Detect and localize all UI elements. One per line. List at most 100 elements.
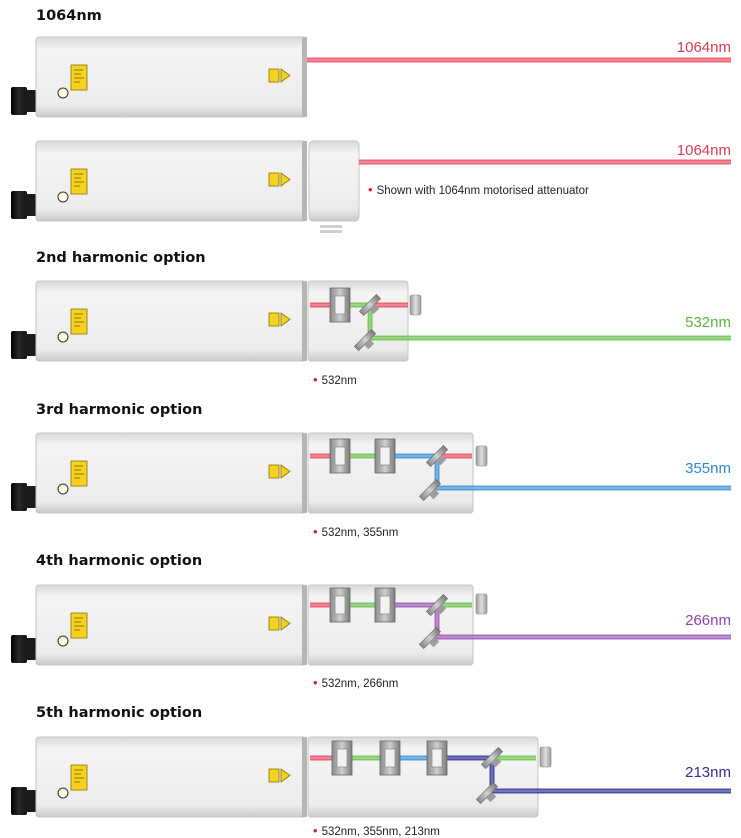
bullet-dot: •	[368, 182, 373, 197]
aperture-warning-label-icon	[268, 172, 280, 187]
crystal-holder-icon	[384, 748, 396, 768]
crystal-holder-icon	[374, 587, 396, 623]
power-connector-icon	[11, 483, 27, 511]
attenuator-note: •Shown with 1064nm motorised attenuator	[368, 182, 589, 197]
laser-warning-label-icon	[70, 168, 88, 195]
aperture-warning-label-icon	[280, 172, 291, 187]
dichroic-mirror-icon	[358, 293, 382, 317]
housing-flange	[302, 141, 307, 221]
wavelength-note-2nd: •532nm	[313, 372, 357, 387]
output-label-532nm: 532nm	[685, 314, 731, 331]
laser-beam-highlight	[437, 757, 731, 792]
dichroic-mirror-icon	[480, 746, 504, 770]
laser-beam-highlight	[385, 604, 731, 638]
laser-warning-label-icon	[70, 308, 88, 335]
aperture-warning-label-icon	[280, 464, 291, 479]
power-connector-icon	[11, 635, 27, 663]
crystal-holder-icon	[329, 438, 351, 474]
dichroic-mirror-icon	[425, 444, 449, 468]
laser-warning-label-icon	[74, 769, 84, 783]
dichroic-mirror-icon	[429, 489, 440, 500]
indicator-led-icon	[57, 87, 69, 99]
laser-warning-label-icon	[74, 465, 84, 479]
laser-beam	[340, 302, 731, 341]
power-connector-icon	[25, 90, 37, 112]
dichroic-mirror-icon	[425, 444, 449, 468]
wavelength-note-3rd: •532nm, 355nm	[313, 524, 399, 539]
laser-head	[11, 140, 307, 222]
bullet-dot: •	[313, 823, 318, 838]
laser-head	[11, 36, 307, 118]
laser-warning-label-icon	[70, 64, 88, 91]
beam-dump-icon	[409, 294, 422, 316]
bullet-dot: •	[313, 524, 318, 539]
laser-warning-label-icon	[70, 612, 88, 639]
section-heading-3rd-harmonic: 3rd harmonic option	[36, 402, 203, 418]
bullet-dot: •	[313, 372, 318, 387]
crystal-holder-icon	[334, 595, 346, 615]
crystal-holder-icon	[334, 446, 346, 466]
beam-dump-icon	[539, 746, 552, 768]
aperture-warning-label-icon	[280, 68, 291, 83]
crystal-holder-icon	[334, 295, 346, 315]
output-label-213nm: 213nm	[685, 764, 731, 781]
wavelength-note-4th: •532nm, 266nm	[313, 675, 399, 690]
power-connector-icon	[11, 191, 27, 219]
aperture-warning-label-icon	[268, 464, 280, 479]
dichroic-mirror-icon	[491, 757, 502, 768]
section-heading-1064nm: 1064nm	[36, 8, 102, 24]
power-connector-icon	[11, 87, 27, 115]
laser-head	[11, 280, 307, 362]
laser-warning-label-icon	[74, 313, 84, 327]
crystal-holder-icon	[379, 740, 401, 776]
dichroic-mirror-icon	[364, 339, 375, 350]
housing-flange	[302, 737, 307, 817]
power-connector-icon	[25, 194, 37, 216]
crystal-holder-icon	[329, 587, 351, 623]
laser-warning-label-icon	[74, 617, 84, 631]
section-heading-2nd-harmonic: 2nd harmonic option	[36, 250, 206, 266]
dichroic-mirror-icon	[425, 593, 449, 617]
attenuator-connector	[320, 225, 342, 228]
power-connector-icon	[11, 787, 27, 815]
laser-warning-label-icon	[74, 173, 84, 187]
beam-dump-icon	[475, 593, 488, 615]
dichroic-mirror-icon	[353, 328, 377, 352]
section-heading-4th-harmonic: 4th harmonic option	[36, 553, 203, 569]
beam-dump-icon	[475, 445, 488, 467]
housing-flange	[302, 37, 307, 117]
output-label-266nm: 266nm	[685, 612, 731, 629]
crystal-holder-icon	[336, 748, 348, 768]
dichroic-mirror-icon	[358, 293, 382, 317]
aperture-warning-label-icon	[268, 616, 280, 631]
output-label-355nm: 355nm	[685, 460, 731, 477]
laser-head	[11, 736, 307, 818]
crystal-holder-icon	[379, 446, 391, 466]
dichroic-mirror-icon	[418, 478, 442, 502]
housing-flange	[302, 281, 307, 361]
dichroic-mirror-icon	[353, 328, 377, 352]
power-connector-icon	[25, 638, 37, 660]
laser-beam	[385, 602, 731, 640]
dichroic-mirror-icon	[486, 792, 497, 803]
dichroic-mirror-icon	[436, 604, 447, 615]
attenuator-connector	[320, 230, 342, 233]
section-heading-5th-harmonic: 5th harmonic option	[36, 705, 203, 721]
aperture-warning-label-icon	[280, 616, 291, 631]
dichroic-mirror-icon	[418, 626, 442, 650]
power-connector-icon	[11, 331, 27, 359]
crystal-holder-icon	[374, 438, 396, 474]
dichroic-mirror-icon	[436, 455, 447, 466]
dichroic-mirror-icon	[429, 637, 440, 648]
laser-warning-label-icon	[70, 460, 88, 487]
laser-warning-label-icon	[74, 69, 84, 83]
housing-flange	[302, 433, 307, 513]
output-label-1064nm-attenuated: 1064nm	[676, 142, 731, 159]
aperture-warning-label-icon	[280, 312, 291, 327]
dichroic-mirror-icon	[369, 304, 380, 315]
dichroic-mirror-icon	[418, 478, 442, 502]
laser-head	[11, 432, 307, 514]
laser-head	[11, 584, 307, 666]
motorised-attenuator	[308, 140, 360, 222]
crystal-holder-icon	[331, 740, 353, 776]
